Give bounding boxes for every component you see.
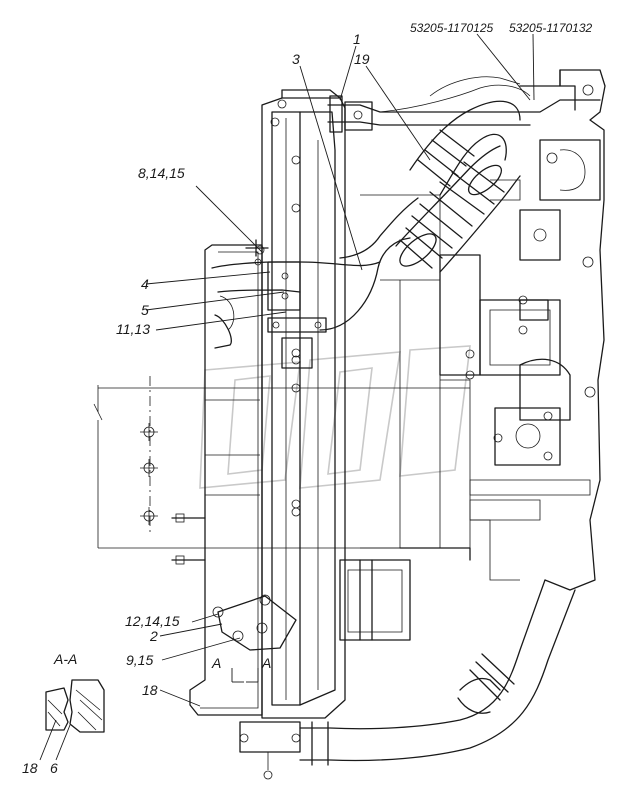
- air-duct: [171, 244, 263, 716]
- upper-hose: [319, 100, 521, 331]
- flange-plate: [212, 594, 297, 651]
- charge-air-pipe: [211, 261, 381, 369]
- engine-block: [360, 69, 606, 591]
- part-number-left: 53205-1170125: [410, 21, 494, 35]
- top-pipe: [327, 76, 601, 133]
- callout-3: 3: [292, 51, 300, 67]
- callout-5: 5: [141, 302, 149, 318]
- radiator: [239, 89, 346, 780]
- callout-18: 18: [142, 682, 158, 698]
- callout-1: 1: [353, 31, 361, 47]
- section-label-6: 6: [50, 760, 58, 776]
- part-number-right: 53205-1170132: [509, 21, 593, 35]
- section-marker-a-right: A: [262, 655, 272, 671]
- callout-2: 2: [150, 628, 158, 644]
- callout-8-14-15: 8,14,15: [138, 165, 185, 181]
- section-label-18: 18: [22, 760, 38, 776]
- radiator-studs: [245, 99, 287, 266]
- callout-19: 19: [354, 51, 370, 67]
- section-detail: [39, 679, 105, 761]
- section-marks: [231, 668, 259, 683]
- section-marker-a-left: A: [212, 655, 222, 671]
- lower-bracket: [339, 519, 520, 641]
- frame-rail: [93, 376, 470, 549]
- section-title: A-A: [54, 651, 78, 667]
- lower-pipe: [299, 579, 576, 766]
- callout-11-13: 11,13: [116, 321, 150, 337]
- callout-4: 4: [141, 276, 149, 292]
- callout-9-15: 9,15: [126, 652, 154, 668]
- leader-lines: [145, 33, 535, 707]
- callout-12-14-15: 12,14,15: [125, 613, 180, 629]
